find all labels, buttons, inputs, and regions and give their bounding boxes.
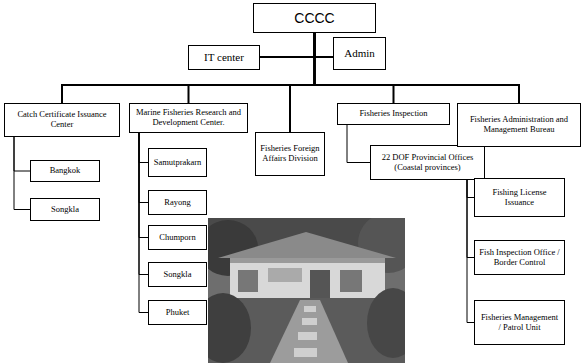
connector [139, 133, 148, 238]
box-label: CCCC [294, 10, 334, 26]
org-box: Fisheries Foreign Affairs Division [255, 132, 325, 176]
box-label: Songkla [164, 270, 192, 280]
connector [315, 33, 334, 57]
connector [139, 133, 148, 313]
org-box: Catch Certificate Issuance Center [4, 103, 120, 137]
org-box: 22 DOF Provincial Offices (Coastal provi… [370, 145, 485, 180]
box-label: Phuket [166, 308, 190, 318]
box-label: Samutprakarn [154, 158, 202, 168]
org-box: Fish Inspection Office / Border Control [474, 240, 565, 275]
box-label: Fisheries Management / Patrol Unit [479, 313, 560, 333]
box-label: Songkla [51, 205, 79, 215]
connector [139, 133, 148, 275]
connector [14, 137, 30, 171]
box-label: Fisheries Inspection [359, 109, 427, 119]
box-label: Fishing License Issuance [479, 188, 560, 208]
org-box: Chumporn [148, 225, 207, 250]
connector [62, 33, 315, 103]
connector [315, 33, 520, 103]
box-label: Marine Fisheries Research and Developmen… [134, 108, 243, 128]
box-label: Fisheries Administration and Management … [462, 115, 576, 135]
connector [139, 133, 148, 163]
org-box: Songkla [148, 262, 207, 287]
building-photo [208, 218, 405, 363]
box-label: Admin [344, 47, 375, 60]
connector [315, 33, 394, 103]
connector [260, 33, 315, 57]
box-label: Fish Inspection Office / Border Control [479, 248, 560, 268]
connector [139, 133, 148, 203]
org-box: Fisheries Administration and Management … [457, 103, 581, 147]
connector [347, 125, 370, 163]
box-label: Catch Certificate Issuance Center [9, 110, 115, 130]
box-label: Chumporn [159, 233, 195, 243]
org-box: Songkla [30, 198, 100, 221]
connector [290, 33, 315, 132]
box-label: Rayong [164, 198, 190, 208]
box-label: Fisheries Foreign Affairs Division [260, 144, 320, 164]
org-box: Fisheries Management / Patrol Unit [474, 300, 565, 345]
org-box: Rayong [148, 190, 207, 215]
box-label: IT center [204, 51, 244, 64]
org-box: Admin [333, 37, 386, 70]
org-box: Bangkok [30, 160, 100, 182]
org-box: Samutprakarn [148, 148, 207, 177]
root-box: CCCC [253, 3, 376, 33]
org-box: Phuket [148, 300, 207, 325]
org-box: Fishing License Issuance [474, 178, 565, 217]
connector [189, 33, 315, 103]
org-box: IT center [188, 45, 260, 70]
connector [14, 137, 30, 210]
org-box: Fisheries Inspection [337, 103, 450, 125]
org-box: Marine Fisheries Research and Developmen… [129, 103, 248, 133]
box-label: Bangkok [50, 166, 81, 176]
box-label: 22 DOF Provincial Offices (Coastal provi… [375, 153, 480, 173]
